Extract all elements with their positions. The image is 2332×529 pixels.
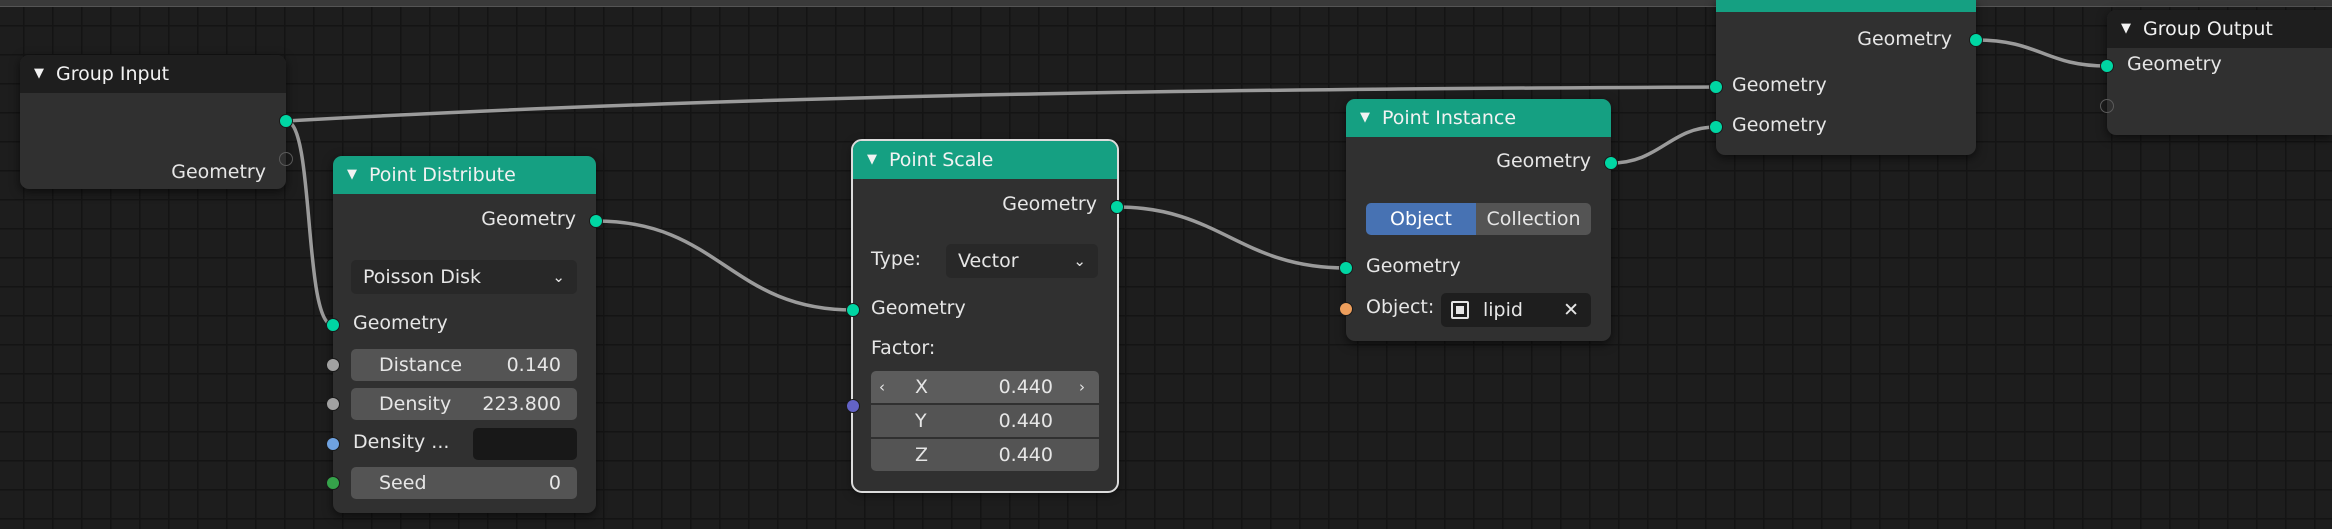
input-geometry-socket-1[interactable] (1709, 80, 1723, 94)
field-value: 0 (548, 472, 561, 494)
node-title: Point Distribute (369, 164, 516, 186)
field-label: Z (915, 444, 929, 466)
mode-collection-option[interactable]: Collection (1476, 203, 1591, 235)
field-label: Density (379, 393, 452, 415)
field-label: Y (915, 410, 927, 432)
node-header-strip[interactable] (1716, 0, 1976, 12)
output-geometry-label: Geometry (1496, 150, 1591, 172)
output-geometry-socket[interactable] (1604, 156, 1618, 170)
object-value: lipid (1483, 299, 1523, 321)
input-geometry-label: Geometry (353, 312, 448, 334)
link-group-input-to-distribute (285, 119, 334, 327)
mode-object-option[interactable]: Object (1366, 203, 1476, 235)
input-geometry-socket[interactable] (846, 303, 860, 317)
input-geometry-label: Geometry (1366, 255, 1461, 277)
density-attribute-field[interactable] (473, 428, 577, 460)
input-geometry-label: Geometry (871, 297, 966, 319)
empty-output-socket[interactable] (279, 152, 293, 166)
link-distribute-to-scale (595, 219, 854, 312)
output-geometry-socket[interactable] (1110, 200, 1124, 214)
collapse-arrow-icon[interactable]: ▼ (347, 167, 357, 182)
object-socket[interactable] (1339, 302, 1353, 316)
object-label: Object: (1366, 296, 1435, 318)
node-title: Group Input (56, 63, 170, 85)
chevron-down-icon: ⌄ (552, 268, 565, 286)
density-socket[interactable] (326, 397, 340, 411)
collapse-arrow-icon[interactable]: ▼ (2121, 21, 2131, 36)
join-geometry-node[interactable]: Geometry Geometry Geometry (1709, 0, 1983, 155)
factor-socket[interactable] (846, 399, 860, 413)
editor-top-border (0, 0, 2332, 7)
input-geometry-socket-2[interactable] (1709, 120, 1723, 134)
output-geometry-label: Geometry (1002, 193, 1097, 215)
clear-x-icon[interactable]: ✕ (1563, 299, 1579, 321)
factor-z-field[interactable]: Z 0.440 (871, 439, 1099, 471)
point-distribute-node[interactable]: ▼ Point Distribute Geometry Poisson Disk… (326, 156, 603, 513)
field-label: Distance (379, 354, 463, 376)
output-geometry-socket[interactable] (279, 114, 293, 128)
field-label: Seed (379, 472, 427, 494)
option-label: Object (1390, 208, 1452, 230)
distance-socket[interactable] (326, 358, 340, 372)
field-label: X (915, 376, 929, 398)
output-geometry-label: Geometry (171, 161, 266, 183)
type-label: Type: (871, 248, 922, 270)
node-header[interactable]: ▼ Group Input (20, 55, 286, 93)
type-dropdown[interactable]: Vector ⌄ (946, 244, 1098, 278)
output-geometry-label: Geometry (481, 208, 576, 230)
output-geometry-socket[interactable] (589, 214, 603, 228)
factor-label: Factor: (871, 337, 936, 359)
empty-input-socket[interactable] (2100, 99, 2114, 113)
dropdown-value: Poisson Disk (363, 266, 481, 288)
node-title: Group Output (2143, 18, 2273, 40)
field-value: 0.440 (998, 376, 1053, 398)
group-input-node[interactable]: ▼ Group Input Geometry (20, 55, 293, 189)
factor-x-field[interactable]: ‹ X 0.440 › (871, 371, 1099, 403)
collapse-arrow-icon[interactable]: ▼ (867, 152, 877, 167)
factor-y-field[interactable]: Y 0.440 (871, 405, 1099, 437)
field-value: 0.140 (506, 354, 561, 376)
density-field[interactable]: Density 223.800 (351, 388, 577, 420)
input-geometry-label-2: Geometry (1732, 114, 1827, 136)
node-title: Point Scale (889, 149, 994, 171)
link-join-to-output (1975, 38, 2108, 68)
point-instance-node[interactable]: ▼ Point Instance Geometry Object Collect… (1339, 99, 1618, 341)
input-geometry-socket[interactable] (1339, 261, 1353, 275)
node-header[interactable]: ▼ Point Distribute (333, 156, 596, 194)
distribute-mode-dropdown[interactable]: Poisson Disk ⌄ (351, 260, 577, 294)
link-instance-to-join (1610, 125, 1717, 165)
output-geometry-socket[interactable] (1969, 33, 1983, 47)
decrement-arrow-icon[interactable]: ‹ (879, 378, 885, 396)
object-field[interactable]: lipid ✕ (1441, 293, 1591, 327)
point-scale-node[interactable]: ▼ Point Scale Geometry Type: Vector ⌄ Ge… (846, 139, 1124, 493)
chevron-down-icon: ⌄ (1073, 252, 1086, 270)
group-output-node[interactable]: ▼ Group Output Geometry (2100, 10, 2332, 135)
distance-field[interactable]: Distance 0.140 (351, 349, 577, 381)
field-value: 223.800 (482, 393, 561, 415)
field-value: 0.440 (998, 444, 1053, 466)
collapse-arrow-icon[interactable]: ▼ (34, 66, 44, 81)
input-geometry-label: Geometry (2127, 53, 2222, 75)
input-geometry-socket[interactable] (2100, 59, 2114, 73)
option-label: Collection (1486, 208, 1581, 230)
link-scale-to-instance (1116, 205, 1347, 270)
node-header[interactable]: ▼ Group Output (2107, 10, 2332, 48)
collapse-arrow-icon[interactable]: ▼ (1360, 110, 1370, 125)
dropdown-value: Vector (958, 250, 1019, 272)
increment-arrow-icon[interactable]: › (1079, 378, 1085, 396)
field-value: 0.440 (998, 410, 1053, 432)
input-geometry-socket[interactable] (326, 318, 340, 332)
seed-field[interactable]: Seed 0 (351, 467, 577, 499)
node-title: Point Instance (1382, 107, 1517, 129)
seed-socket[interactable] (326, 476, 340, 490)
node-header[interactable]: ▼ Point Instance (1346, 99, 1611, 137)
input-geometry-label-1: Geometry (1732, 74, 1827, 96)
density-attribute-label: Density ... (353, 431, 450, 453)
density-attribute-socket[interactable] (326, 437, 340, 451)
node-header[interactable]: ▼ Point Scale (853, 141, 1117, 179)
output-geometry-label: Geometry (1857, 28, 1952, 50)
object-icon (1451, 301, 1469, 319)
